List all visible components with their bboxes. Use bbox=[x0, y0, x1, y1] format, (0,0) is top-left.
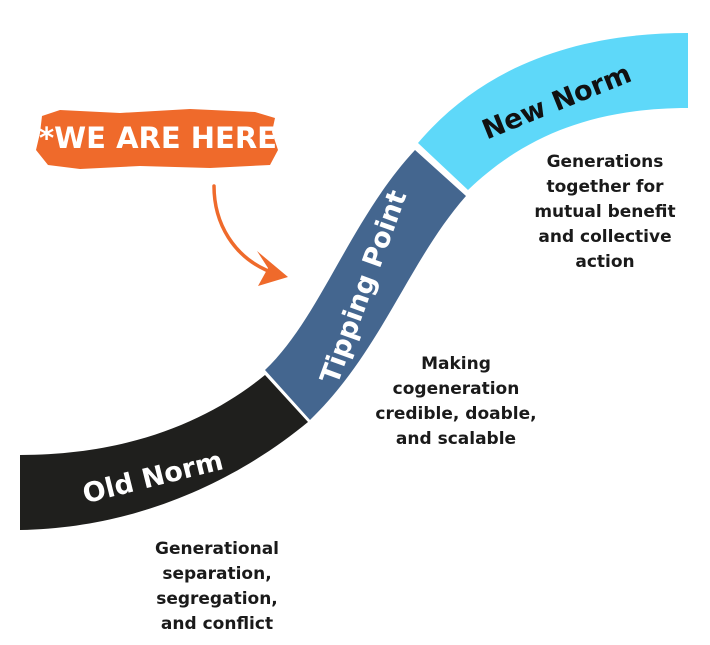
tipping-point-description: Making cogeneration credible, doable, an… bbox=[375, 354, 537, 449]
marker-arrow-icon bbox=[257, 251, 288, 286]
marker-arrow-line bbox=[212, 184, 268, 272]
old-norm-band bbox=[20, 375, 308, 530]
we-are-here-label: *WE ARE HERE bbox=[39, 121, 277, 155]
old-norm-description: Generational separation, segregation, an… bbox=[154, 539, 279, 634]
new-norm-description: Generations together for mutual benefit … bbox=[534, 152, 676, 272]
new-norm-band bbox=[418, 33, 688, 190]
we-are-here-banner bbox=[36, 109, 278, 169]
tipping-point-band bbox=[265, 150, 466, 420]
